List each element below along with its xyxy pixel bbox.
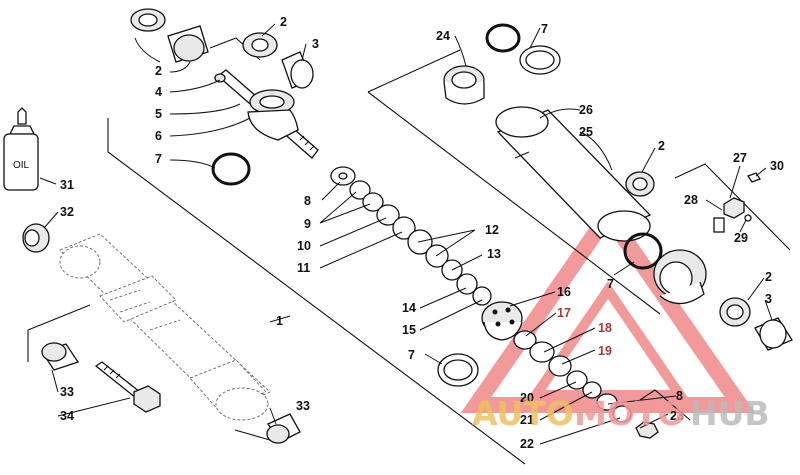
ring-7-top xyxy=(519,45,561,75)
callout-22: 22 xyxy=(520,437,534,451)
reservoir-end-cap xyxy=(653,249,707,305)
assembly-frame-lines xyxy=(27,37,791,465)
bolt-34 xyxy=(94,361,161,413)
washer-stack xyxy=(330,166,492,306)
callout-1: 1 xyxy=(276,314,283,328)
bushing-2-lower-right xyxy=(719,297,751,327)
callout-29: 29 xyxy=(734,231,748,245)
piston-16 xyxy=(481,301,523,341)
callout-34: 34 xyxy=(60,409,74,423)
callout-5: 5 xyxy=(155,107,162,121)
callout-31: 31 xyxy=(60,178,74,192)
rod-eye-6 xyxy=(247,89,299,141)
callout-10: 10 xyxy=(297,239,311,253)
callout-25: 25 xyxy=(579,125,593,139)
callout-13: 13 xyxy=(487,247,501,261)
top-bushing-2 xyxy=(130,8,166,32)
oil-bottle-label: OIL xyxy=(13,160,30,171)
watermark-word-hub: HUB xyxy=(690,394,770,433)
callout-27: 27 xyxy=(733,151,747,165)
bushing-33-left xyxy=(40,342,80,371)
callout-28: 28 xyxy=(684,193,698,207)
callout-labels: 2 4 5 6 7 2 3 8 9 10 11 12 13 14 15 16 1… xyxy=(60,15,784,451)
callout-20: 20 xyxy=(520,391,534,405)
leader-lines xyxy=(39,23,773,445)
callout-4: 4 xyxy=(155,85,162,99)
callout-2: 2 xyxy=(658,139,665,153)
mount-bushing-32 xyxy=(22,223,50,253)
schrader-valve-28 xyxy=(713,197,752,233)
callout-24: 24 xyxy=(436,29,450,43)
eyelet-bushing-4 xyxy=(167,25,209,63)
callout-12: 12 xyxy=(485,223,499,237)
spacer-2-top xyxy=(242,32,278,58)
callout-9: 9 xyxy=(304,217,311,231)
callout-16: 16 xyxy=(557,285,571,299)
seal-7-lower xyxy=(437,353,479,387)
callout-3: 3 xyxy=(312,37,319,51)
callout-2: 2 xyxy=(280,15,287,29)
callout-19: 19 xyxy=(598,344,612,358)
o-ring-7-highlighted xyxy=(211,152,251,186)
callout-26: 26 xyxy=(579,103,593,117)
o-ring-7-highlighted xyxy=(623,232,663,270)
sleeve-3-right xyxy=(754,317,793,351)
callout-3: 3 xyxy=(765,292,772,306)
callout-33: 33 xyxy=(296,399,310,413)
end-cap-24 xyxy=(443,65,485,105)
callout-14: 14 xyxy=(402,301,416,315)
callout-2: 2 xyxy=(765,270,772,284)
callout-21: 21 xyxy=(520,413,534,427)
callout-18: 18 xyxy=(598,321,612,335)
bushing-2-right xyxy=(625,171,655,197)
callout-7: 7 xyxy=(541,22,548,36)
callout-7: 7 xyxy=(155,152,162,166)
o-ring-7-highlighted xyxy=(485,23,521,53)
watermark-word-moto: MOTO xyxy=(574,394,685,433)
watermark-logo: AUTO MOTO HUB xyxy=(472,394,770,433)
callout-6: 6 xyxy=(155,129,162,143)
callout-7: 7 xyxy=(607,277,614,291)
oil-bottle-31: OIL xyxy=(3,107,39,191)
callout-17: 17 xyxy=(557,306,571,320)
lower-washers xyxy=(513,330,659,439)
callout-2: 2 xyxy=(155,64,162,78)
callout-32: 32 xyxy=(60,205,74,219)
shock-body-ghost xyxy=(59,233,271,421)
callout-11: 11 xyxy=(297,261,310,275)
callout-7: 7 xyxy=(408,348,415,362)
callout-30: 30 xyxy=(770,159,784,173)
bushing-33-right xyxy=(266,413,301,444)
callout-8: 8 xyxy=(304,194,311,208)
callout-8: 8 xyxy=(676,389,683,403)
callout-33: 33 xyxy=(60,385,74,399)
watermark-word-auto: AUTO xyxy=(472,394,574,433)
sleeve-3-top xyxy=(281,51,314,89)
callout-23: 23 xyxy=(670,409,684,423)
reservoir-tube-25 xyxy=(495,106,652,242)
callout-15: 15 xyxy=(402,323,416,337)
